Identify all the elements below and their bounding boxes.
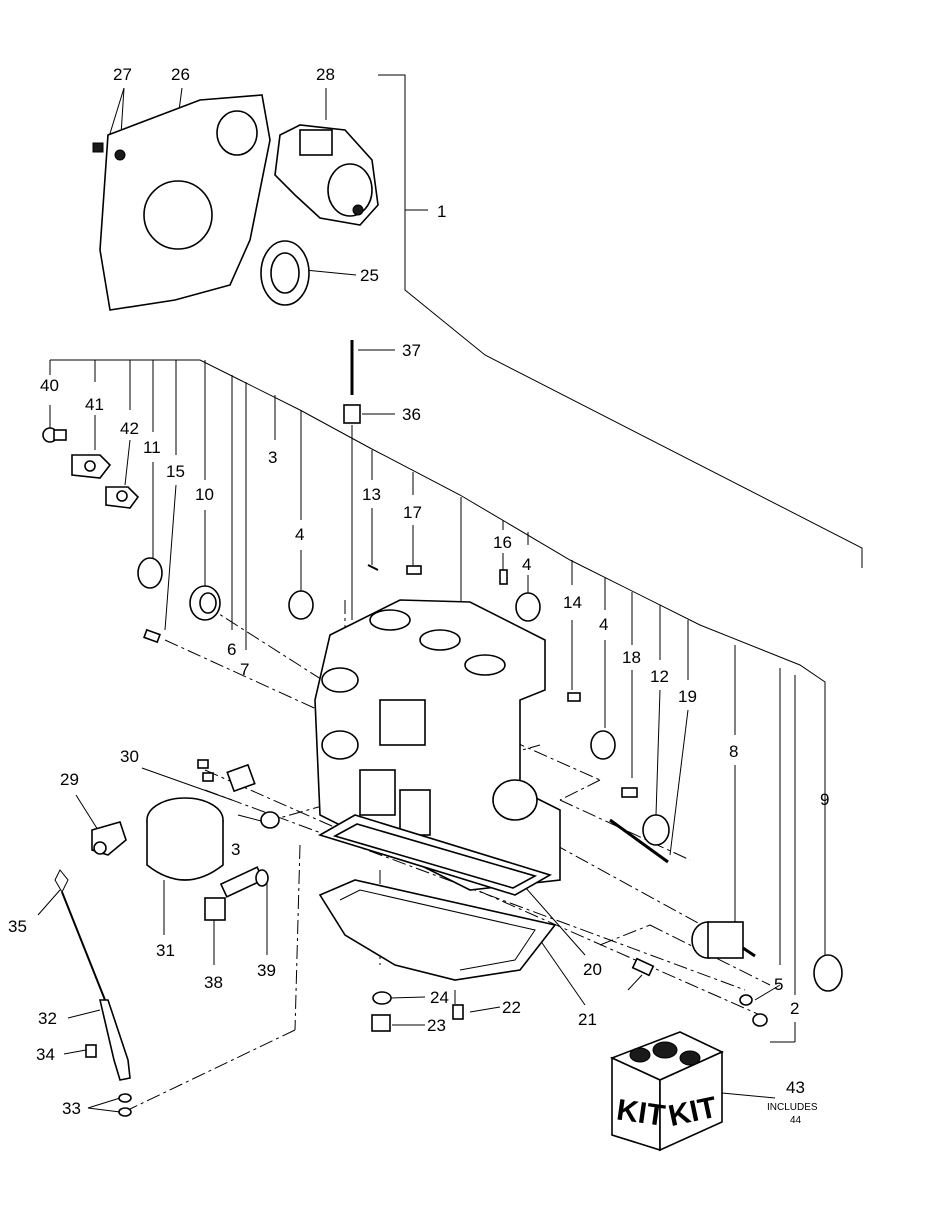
callout-2: 2 — [790, 999, 799, 1018]
callout-16: 16 — [493, 533, 512, 552]
callout-5: 5 — [774, 975, 783, 994]
callout-34: 34 — [36, 1045, 55, 1064]
callout-39: 39 — [257, 961, 276, 980]
callout-3-left: 3 — [231, 840, 240, 859]
kit-face-left: KIT — [615, 1093, 667, 1132]
plug-18 — [621, 787, 638, 798]
callout-13: 13 — [362, 485, 381, 504]
bolt-and-washer — [92, 142, 126, 161]
pin-13 — [367, 564, 379, 571]
callout-36: 36 — [402, 405, 421, 424]
callout-28: 28 — [316, 65, 335, 84]
leader-lines — [37, 74, 863, 1113]
bolt-22 — [452, 1004, 464, 1020]
callout-22: 22 — [502, 998, 521, 1017]
callout-21: 21 — [578, 1010, 597, 1029]
callout-12: 12 — [650, 667, 669, 686]
callout-33: 33 — [62, 1099, 81, 1118]
callout-23: 23 — [427, 1016, 446, 1035]
mounting-plate — [99, 94, 271, 311]
plug-9 — [813, 954, 843, 992]
seal-ring — [260, 240, 310, 306]
callout-43: 43 — [786, 1078, 805, 1097]
callout-15: 15 — [166, 462, 185, 481]
callout-41: 41 — [85, 395, 104, 414]
seal-4-c — [590, 730, 616, 760]
dipstick — [54, 869, 106, 1001]
gasket-kit-box: KIT KIT — [609, 1031, 724, 1152]
oil-filter — [146, 797, 224, 881]
kit-includes-number: 44 — [790, 1115, 802, 1126]
callout-18: 18 — [622, 648, 641, 667]
callout-37: 37 — [402, 341, 421, 360]
callout-19: 19 — [678, 687, 697, 706]
callout-6: 6 — [227, 640, 236, 659]
pan-gasket — [317, 814, 553, 896]
callout-25: 25 — [360, 266, 379, 285]
callout-3-top: 3 — [268, 448, 277, 467]
callout-38: 38 — [204, 973, 223, 992]
callout-35: 35 — [8, 917, 27, 936]
kit-includes-label: INCLUDES — [767, 1102, 818, 1113]
bushing-12 — [642, 814, 670, 846]
callout-10: 10 — [195, 485, 214, 504]
washers-33 — [118, 1093, 132, 1117]
pin-14 — [567, 692, 581, 702]
callout-11: 11 — [143, 438, 161, 457]
breather-fitting — [42, 427, 67, 443]
callout-4-a: 4 — [295, 525, 304, 544]
callout-27: 27 — [113, 65, 132, 84]
callout-1: 1 — [437, 202, 446, 221]
oil-pan — [318, 879, 557, 981]
drain-plug — [371, 1014, 391, 1032]
o-ring — [137, 557, 163, 589]
sleeve — [343, 404, 361, 424]
bearing-10 — [189, 585, 221, 621]
o-ring-39 — [255, 869, 269, 887]
callout-4-b: 4 — [522, 555, 531, 574]
dipstick-tube — [98, 999, 131, 1081]
callout-26: 26 — [171, 65, 190, 84]
bolt-34 — [85, 1044, 97, 1058]
seal-4-b — [515, 592, 541, 622]
fitting-45 — [631, 957, 655, 977]
callout-20: 20 — [583, 960, 602, 979]
callout-7: 7 — [240, 660, 249, 679]
washer-24 — [372, 991, 392, 1005]
o-ring-5 — [739, 994, 753, 1006]
callout-29: 29 — [60, 770, 79, 789]
stud-19 — [609, 818, 669, 864]
callout-14: 14 — [563, 593, 582, 612]
callout-17: 17 — [403, 503, 422, 522]
washer-3 — [260, 811, 280, 829]
relief-valve — [226, 763, 256, 793]
pin-16 — [499, 569, 508, 585]
callout-labels: 1 2 3 3 4 4 4 5 6 7 8 9 10 11 12 13 14 1… — [8, 65, 829, 1126]
callout-24: 24 — [430, 988, 449, 1007]
callout-4-c: 4 — [599, 615, 608, 634]
callout-42: 42 — [120, 419, 139, 438]
pin-15 — [143, 628, 161, 644]
callout-32: 32 — [38, 1009, 57, 1028]
cover-plate — [71, 454, 112, 479]
pins-6-7 — [197, 759, 214, 782]
starter-motor — [274, 124, 379, 226]
callout-40: 40 — [40, 376, 59, 395]
plug-2 — [752, 1013, 768, 1027]
cylinder-block — [314, 599, 561, 891]
plug-17 — [406, 565, 422, 575]
callout-30: 30 — [120, 747, 139, 766]
banjo-bolt — [204, 866, 265, 921]
seal-4-a — [288, 590, 314, 620]
callout-31: 31 — [156, 941, 175, 960]
callout-8: 8 — [729, 742, 738, 761]
gasket-plate — [105, 486, 140, 509]
pressure-switch — [91, 821, 127, 856]
bushing-8 — [691, 921, 756, 959]
callout-9: 9 — [820, 790, 829, 809]
